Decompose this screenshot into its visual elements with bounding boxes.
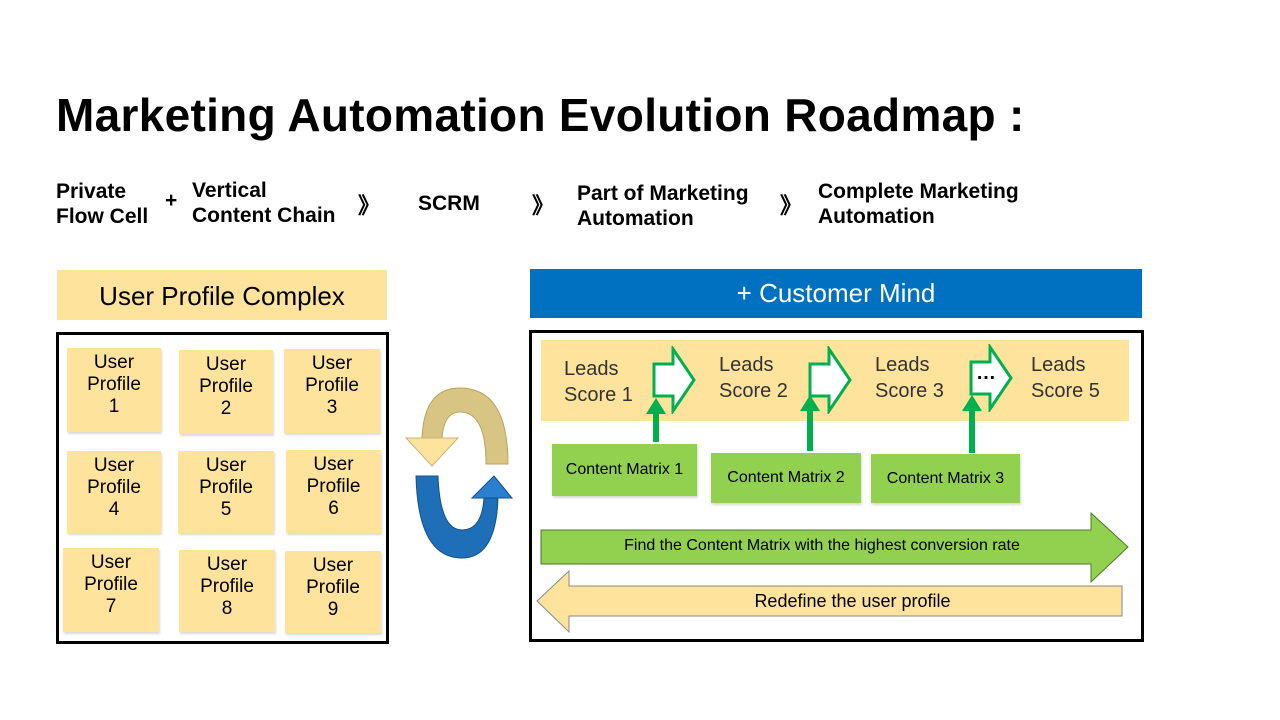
leads-score-3: Leads Score 3: [875, 354, 944, 402]
forward-arrow-shape: [540, 512, 1129, 584]
roadmap-separator-1: 》: [358, 193, 381, 218]
ellipsis-label: …: [976, 362, 996, 384]
user-profile-note-3: User Profile 3: [284, 349, 380, 433]
content-matrix-3: Content Matrix 3: [871, 454, 1020, 503]
content-matrix-2: Content Matrix 2: [711, 453, 861, 503]
roadmap-step-part-of-marketing-automation: Part of Marketing Automation: [577, 182, 749, 230]
user-profile-note-8: User Profile 8: [179, 550, 275, 632]
page-title: Marketing Automation Evolution Roadmap :: [56, 89, 1025, 141]
user-profile-note-2: User Profile 2: [179, 350, 273, 434]
back-arrow-shape: [536, 570, 1123, 634]
forward-arrow-label: Find the Content Matrix with the highest…: [624, 537, 1020, 554]
back-arrow-label: Redefine the user profile: [754, 591, 951, 611]
user-profile-note-5: User Profile 5: [178, 451, 274, 533]
step-arrow-icon-1: [652, 346, 696, 414]
roadmap-plus-sign: +: [165, 189, 178, 212]
roadmap-separator-2: 》: [532, 193, 555, 218]
user-profile-complex-header: User Profile Complex: [57, 270, 387, 320]
roadmap-step-private-flow-cell: Private Flow Cell: [56, 180, 149, 228]
user-profile-note-7: User Profile 7: [63, 548, 159, 632]
roadmap-separator-3: 》: [780, 193, 803, 218]
up-arrow-icon-2: [800, 395, 820, 451]
step-arrow-icon-2: [808, 346, 852, 414]
leads-score-1: Leads Score 1: [564, 358, 633, 406]
roadmap-step-vertical-content-chain: Vertical Content Chain: [192, 179, 336, 227]
user-profile-note-9: User Profile 9: [285, 551, 381, 633]
cycle-arrows-icon: [404, 387, 514, 559]
roadmap-step-scrm: SCRM: [418, 192, 480, 215]
user-profile-note-6: User Profile 6: [286, 450, 381, 533]
leads-score-2: Leads Score 2: [719, 354, 788, 402]
user-profile-note-1: User Profile 1: [67, 348, 161, 432]
user-profile-note-4: User Profile 4: [67, 451, 161, 533]
up-arrow-icon-1: [646, 398, 666, 442]
customer-mind-header: + Customer Mind: [530, 269, 1142, 318]
content-matrix-1: Content Matrix 1: [552, 444, 697, 496]
step-arrow-icon-3: [969, 344, 1013, 412]
up-arrow-icon-3: [962, 395, 982, 453]
roadmap-step-complete-marketing-automation: Complete Marketing Automation: [818, 180, 1019, 228]
leads-score-5: Leads Score 5: [1031, 354, 1100, 402]
